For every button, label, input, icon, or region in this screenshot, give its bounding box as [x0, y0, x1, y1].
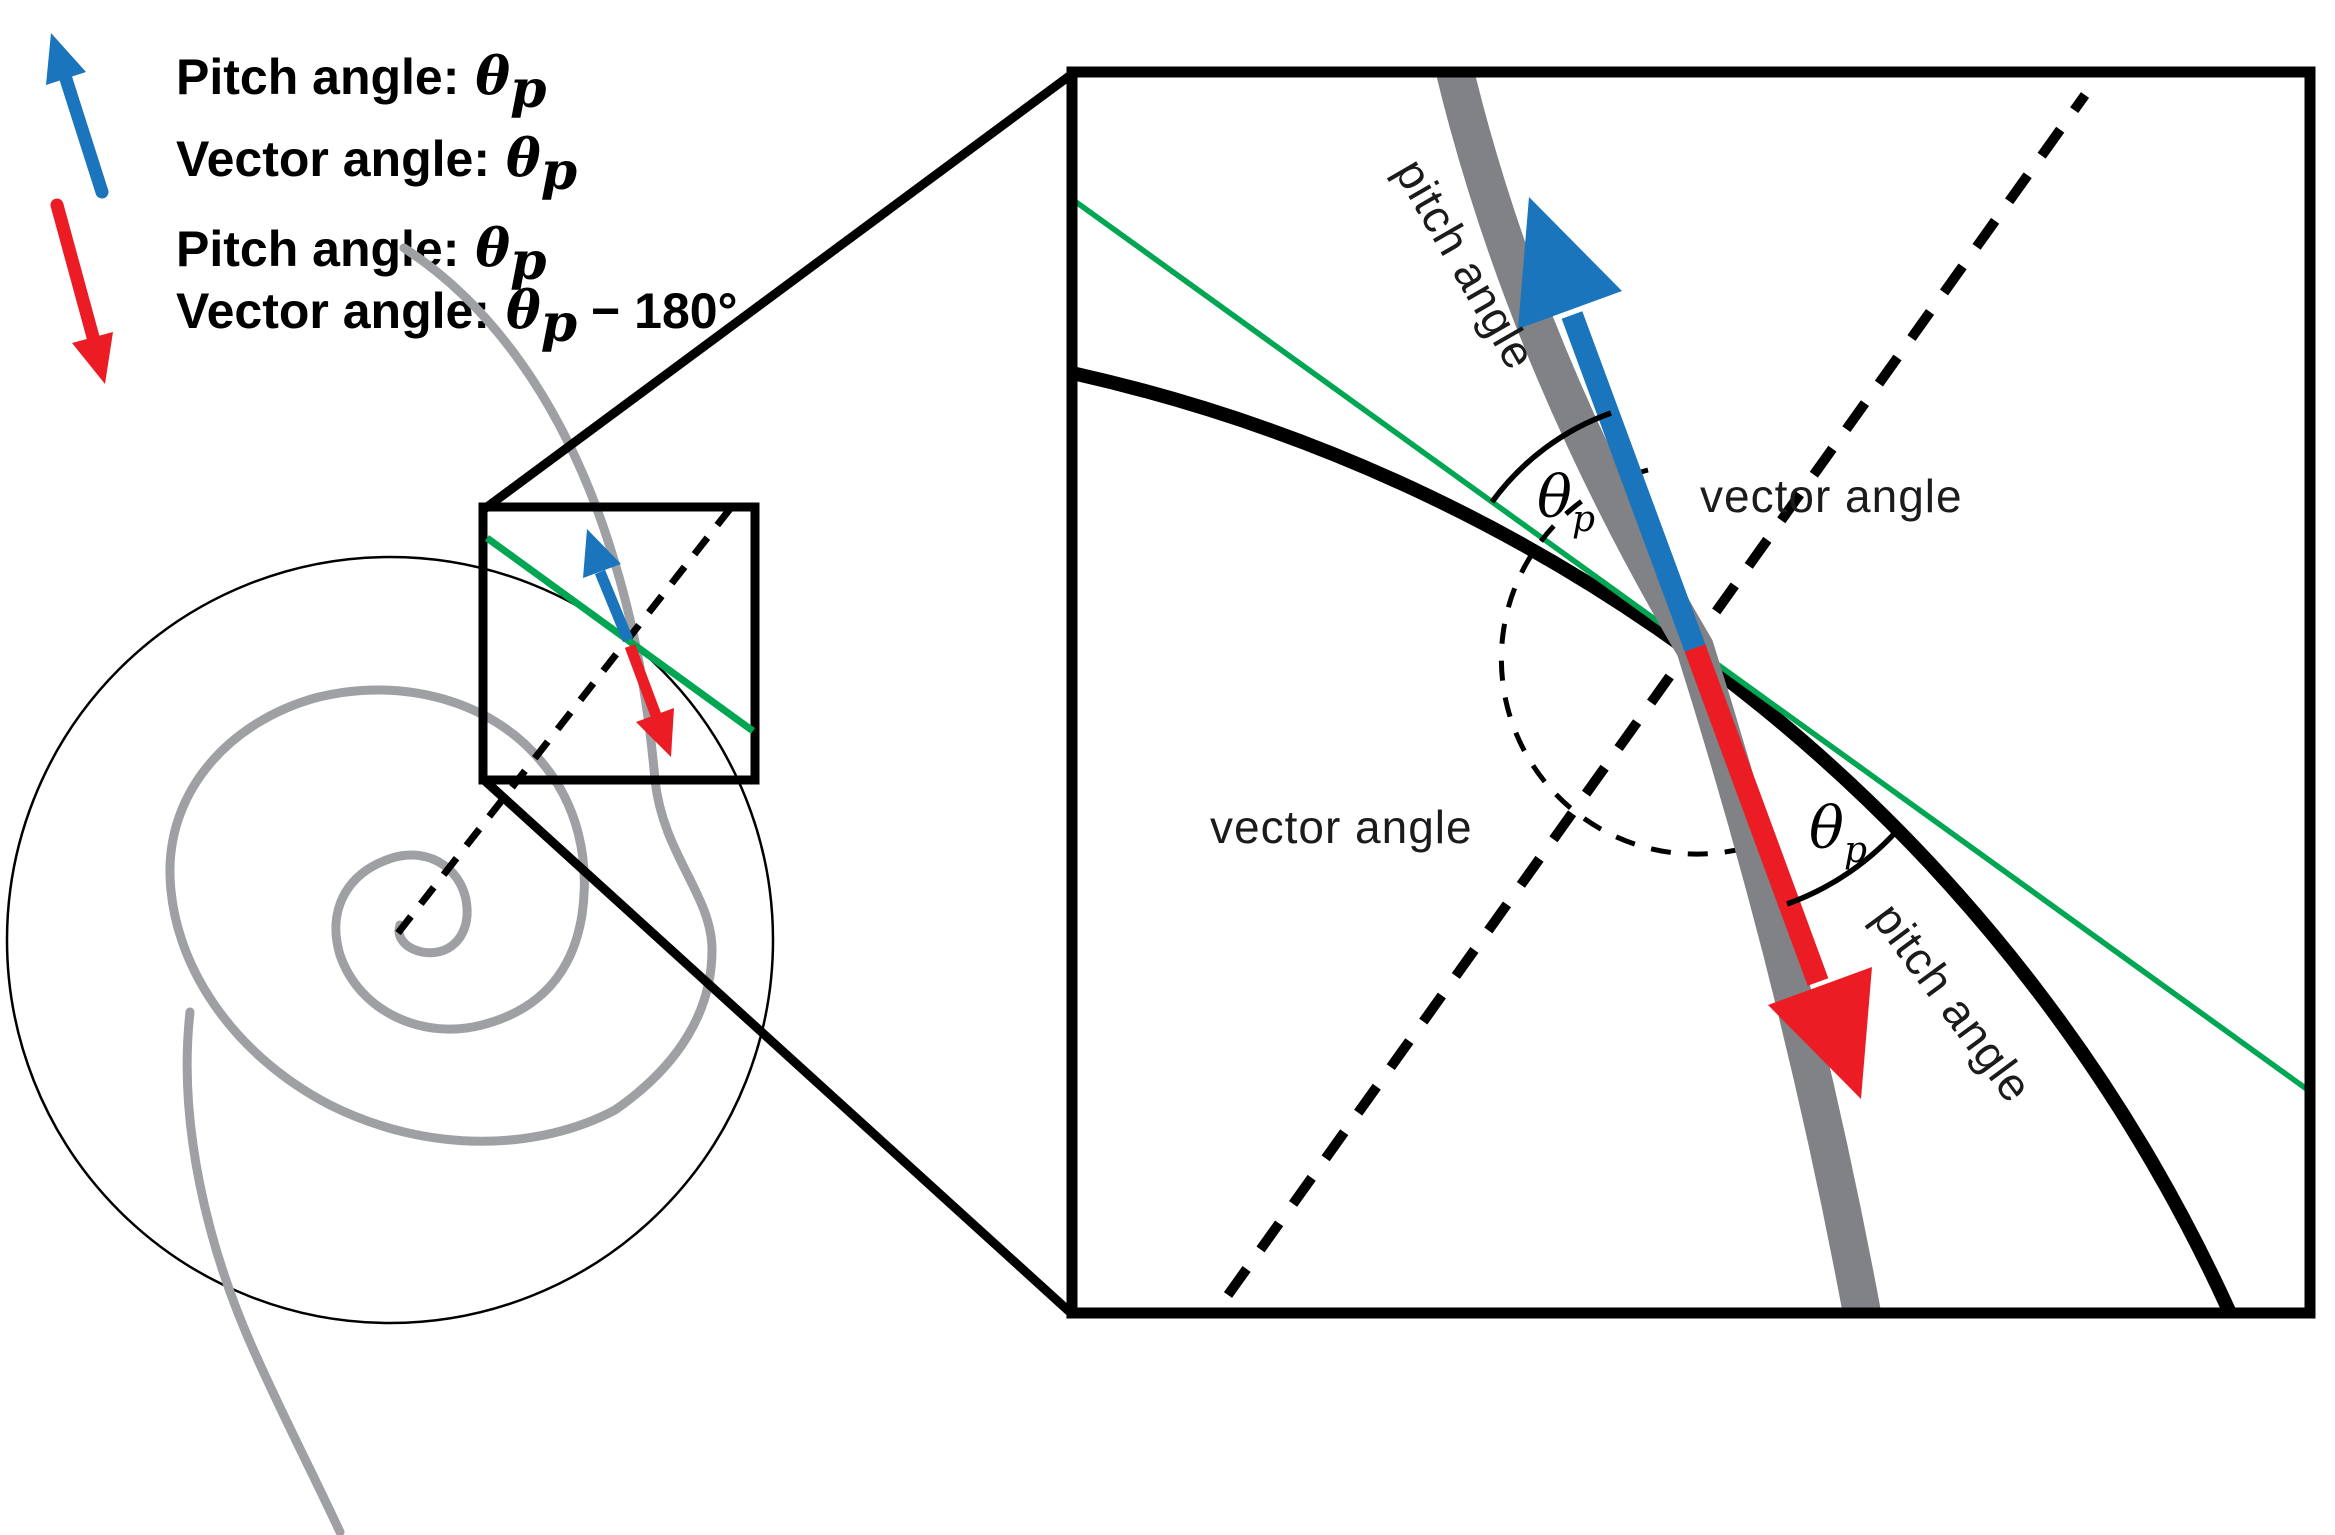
galaxy-panel: [5, 243, 775, 1535]
legend-down-line2: Vector angle:θp− 180°: [176, 280, 738, 354]
red-arrow: [1684, 644, 1872, 1099]
theta-p-label-lower: θp: [1809, 794, 1867, 871]
connector-line-bottom: [479, 775, 1076, 1318]
callout-box: [478, 502, 760, 785]
vector-angle-label-lower: vector angle: [1210, 801, 1473, 853]
legend-red-arrow-icon: [50, 198, 113, 384]
radius-dashed-line-inset: [1223, 92, 2090, 1298]
vector-angle-label-upper: vector angle: [1700, 470, 1963, 522]
spiral-arm-tail: [182, 1007, 345, 1535]
legend: Pitch angle:θp Vector angle:θp Pitch ang…: [46, 33, 738, 384]
legend-blue-arrow-icon: [46, 33, 109, 199]
radius-dashed-line: [395, 502, 736, 936]
theta-p-label-upper: θp: [1537, 463, 1595, 540]
vector-angle-dashed-circle: [1498, 467, 1746, 857]
spiral-arm: [165, 243, 717, 1146]
small-blue-arrow: [583, 529, 634, 643]
legend-up-line1: Pitch angle:θp: [176, 46, 546, 120]
theta-arc-upper: [1489, 410, 1612, 504]
legend-up-line2: Vector angle:θp: [176, 128, 577, 202]
connector-line-top: [480, 70, 1075, 514]
galaxy-circle: [5, 555, 775, 1325]
legend-down-line1: Pitch angle:θp: [176, 218, 546, 292]
small-red-arrow: [624, 644, 674, 757]
circle-arc-thick: [1077, 366, 2236, 1308]
theta-arc-lower: [1786, 823, 1905, 907]
zoom-inset: pitch angle vector angle vector angle pi…: [1066, 66, 2316, 1319]
blue-arrow: [1518, 197, 1706, 652]
zoom-inset-border: [1066, 66, 2316, 1319]
